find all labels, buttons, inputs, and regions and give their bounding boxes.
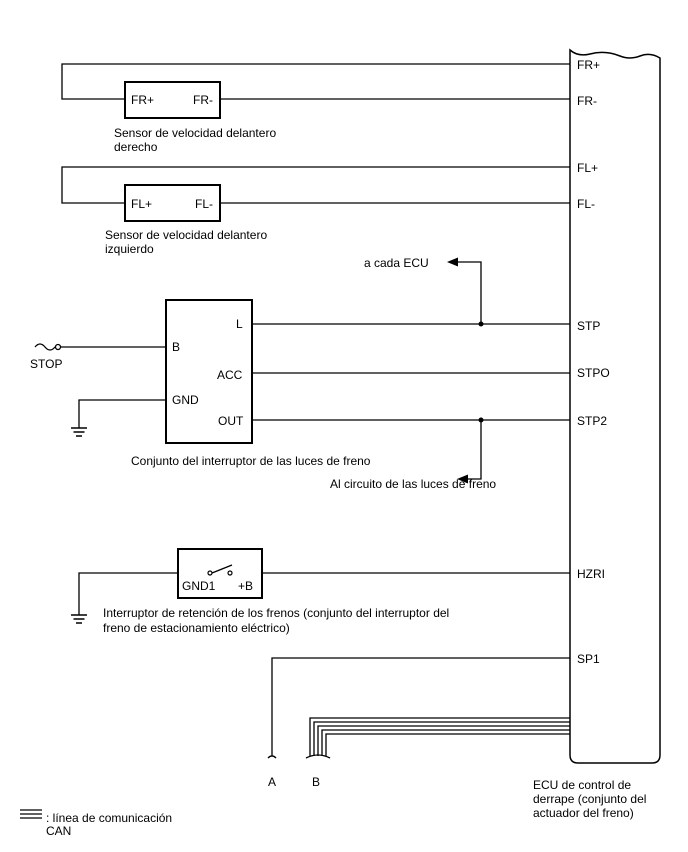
fr-sensor-pin-minus: FR- <box>193 93 213 107</box>
fuse-label: STOP <box>30 357 62 371</box>
wire-fr-plus <box>61 63 570 100</box>
fr-sensor-caption-line-2: derecho <box>114 140 158 154</box>
arrow-left-icon <box>457 474 468 484</box>
legend-text-line-1: : línea de comunicación <box>46 811 172 825</box>
ecu-pin-stpo: STPO <box>577 366 610 380</box>
ecu-pin-fr-plus: FR+ <box>577 58 600 72</box>
ecu-pin-fl-plus: FL+ <box>577 161 598 175</box>
arrow-left-icon <box>447 257 458 267</box>
fr-sensor-caption-line-1: Sensor de velocidad delantero <box>114 126 276 140</box>
hold-switch-caption-line-1: Interruptor de retención de los frenos (… <box>103 606 449 620</box>
ecu-pin-stp: STP <box>577 319 600 333</box>
fuse-terminal <box>54 343 62 351</box>
ground-icon <box>71 427 87 437</box>
to-each-ecu-label: a cada ECU <box>364 256 429 270</box>
fl-sensor-caption-line-2: izquierdo <box>105 242 154 256</box>
stop-light-switch-caption: Conjunto del interruptor de las luces de… <box>131 454 371 468</box>
hold-switch-caption-line-2: freno de estacionamiento eléctrico) <box>103 621 290 635</box>
wire-to-stop-lights <box>462 420 482 480</box>
wire-break-icon <box>267 755 277 759</box>
ecu-pin-fr-minus: FR- <box>577 94 597 108</box>
ecu-pin-fl-minus: FL- <box>577 197 595 211</box>
switch-contact <box>207 570 213 576</box>
switch-pin-b: B <box>172 340 180 354</box>
switch-pin-acc: ACC <box>217 368 243 382</box>
front-right-sensor: FR+ FR- <box>124 81 221 119</box>
connector-a-label: A <box>268 775 276 789</box>
ecu-pin-sp1: SP1 <box>577 652 600 666</box>
wire-gnd1 <box>78 572 178 615</box>
hold-switch-pin-gnd1: GND1 <box>182 579 216 593</box>
ecu-pin-stp2: STP2 <box>577 414 607 428</box>
fl-sensor-caption-line-1: Sensor de velocidad delantero <box>105 228 267 242</box>
switch-blade <box>211 564 233 574</box>
ecu-caption-line-2: derrape (conjunto del <box>533 792 646 806</box>
brake-hold-switch: GND1 +B <box>177 548 263 599</box>
wire-fl-plus <box>61 166 570 204</box>
switch-pin-out: OUT <box>218 414 244 428</box>
switch-pin-gnd: GND <box>172 393 199 407</box>
ecu-pin-hzri: HZRI <box>577 567 605 581</box>
ecu-caption-line-3: actuador del freno) <box>533 806 634 820</box>
wire-break-icon <box>305 754 331 759</box>
hold-switch-pin-plus-b: +B <box>238 579 253 593</box>
legend-text-line-2: CAN <box>46 824 71 838</box>
wire-sp1 <box>271 657 570 756</box>
ecu-caption-line-1: ECU de control de <box>533 778 631 792</box>
ground-icon <box>71 614 87 624</box>
front-left-sensor: FL+ FL- <box>124 184 221 222</box>
can-bus <box>309 717 570 756</box>
fl-sensor-pin-minus: FL- <box>195 197 213 211</box>
wire-to-each-ecu <box>452 261 482 324</box>
stop-light-switch: L B ACC GND OUT <box>165 299 253 444</box>
fl-sensor-pin-plus: FL+ <box>131 197 152 211</box>
to-stop-lights-label: Al circuito de las luces de freno <box>330 477 496 491</box>
switch-contact <box>227 570 233 576</box>
connector-b-label: B <box>312 775 320 789</box>
fuse-icon <box>34 343 56 351</box>
switch-pin-l: L <box>236 317 243 331</box>
ecu-block <box>569 48 661 764</box>
can-line-legend-icon <box>20 809 42 819</box>
fr-sensor-pin-plus: FR+ <box>131 93 154 107</box>
wire-gnd <box>78 399 166 428</box>
